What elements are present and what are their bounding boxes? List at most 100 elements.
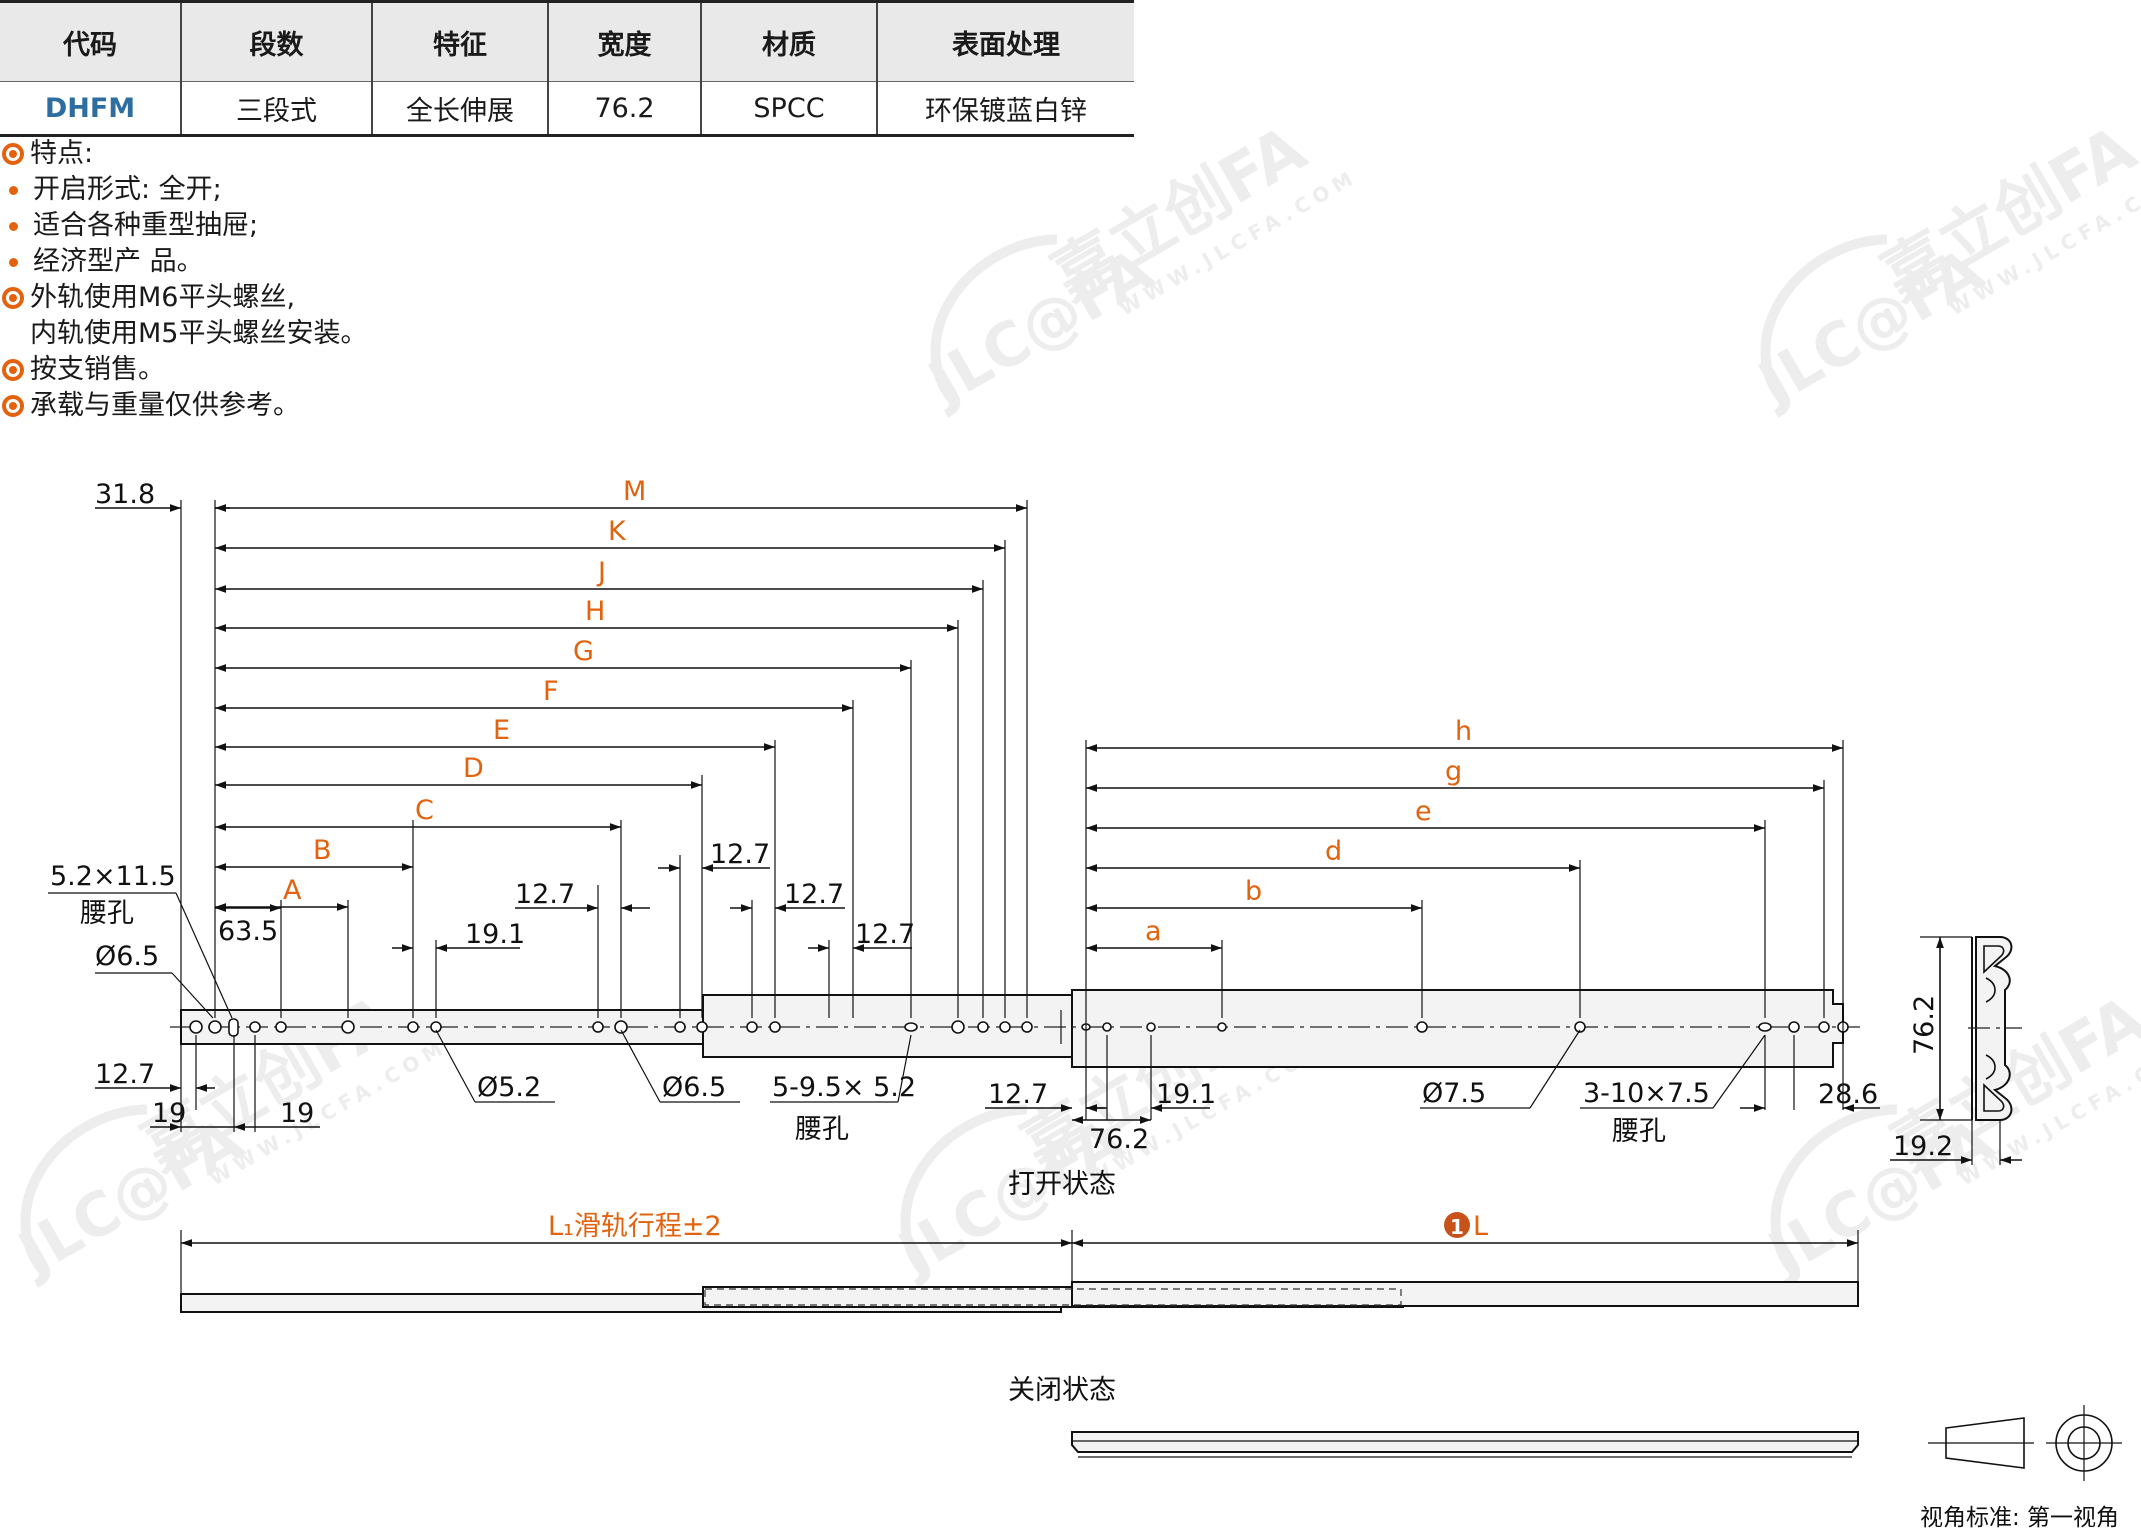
- length-label: L: [1473, 1211, 1488, 1242]
- dim-label-A: A: [283, 875, 302, 906]
- slot-mid-label: 5-9.5× 5.2: [772, 1072, 916, 1103]
- header-sections: 段数: [181, 0, 373, 82]
- closed-state-label: 关闭状态: [1008, 1375, 1116, 1406]
- mounting-hole: [951, 1020, 965, 1034]
- mounting-hole: [696, 1021, 708, 1033]
- dim-19-1-b: 19.1: [1156, 1079, 1216, 1110]
- note-text: 经济型产 品。: [33, 246, 204, 277]
- dim-label-K: K: [608, 516, 627, 547]
- dim-label-H: H: [585, 596, 605, 627]
- dim-12-7-a: 12.7: [515, 879, 575, 910]
- dim-12-7-c: 12.7: [784, 879, 844, 910]
- closed-rail: [1071, 1431, 1859, 1458]
- header-code: 代码: [0, 0, 182, 82]
- mounting-hole: [1102, 1022, 1112, 1032]
- slot-mid-sub: 腰孔: [795, 1114, 849, 1145]
- dim-12-7-d: 12.7: [855, 919, 915, 950]
- dim-19-1-a: 19.1: [465, 919, 525, 950]
- mounting-hole: [1818, 1021, 1830, 1033]
- cross-section: 76.2 19.2: [1890, 936, 2022, 1165]
- mounting-hole: [208, 1020, 222, 1034]
- note-number-icon: [1444, 1212, 1470, 1238]
- dot-bullet-icon: [9, 257, 18, 267]
- note-text: 承载与重量仅供参考。: [30, 390, 300, 421]
- dim-label-J: J: [596, 557, 606, 588]
- dim-label-e: e: [1415, 796, 1432, 827]
- note-number: 1: [1450, 1215, 1464, 1239]
- dim-label-C: C: [415, 795, 434, 826]
- slot-hole: [228, 1018, 239, 1037]
- hole-7-5-label: Ø7.5: [1422, 1078, 1486, 1109]
- dim-31-8: 31.8: [95, 479, 155, 510]
- note-item: 特点:: [0, 136, 367, 172]
- hole-6-5-label: Ø6.5: [95, 941, 159, 972]
- mounting-hole: [746, 1021, 758, 1033]
- dim-12-7-b: 12.7: [710, 839, 770, 870]
- inner-rail: [1071, 989, 1844, 1068]
- dot-bullet-icon: [9, 185, 18, 195]
- ring-bullet-icon: [2, 287, 24, 309]
- mounting-hole: [189, 1020, 203, 1034]
- header-feature: 特征: [372, 0, 549, 82]
- dim-label-a: a: [1145, 916, 1162, 947]
- cell-code: DHFM: [0, 81, 182, 137]
- note-item: 开启形式: 全开;: [0, 172, 367, 208]
- mounting-hole: [592, 1021, 604, 1033]
- mounting-hole: [614, 1020, 628, 1034]
- feature-notes: 特点: 开启形式: 全开; 适合各种重型抽屉; 经济型产 品。 外轨使用M6平头…: [0, 136, 367, 424]
- hole-5-2-label: Ø5.2: [477, 1072, 541, 1103]
- header-width: 宽度: [548, 0, 702, 82]
- cell-width: 76.2: [548, 81, 702, 137]
- note-text: 适合各种重型抽屉;: [33, 210, 259, 241]
- dim-63-5: 63.5: [218, 916, 278, 947]
- mounting-hole: [275, 1021, 287, 1033]
- mounting-hole: [674, 1021, 686, 1033]
- mounting-hole: [769, 1021, 781, 1033]
- spec-table: 代码 段数 特征 宽度 材质 表面处理 DHFM 三段式 全长伸展 76.2 S…: [0, 0, 1134, 137]
- dim-28-6: 28.6: [1818, 1079, 1878, 1110]
- cell-sections: 三段式: [181, 81, 373, 137]
- ring-bullet-icon: [2, 143, 24, 165]
- dim-19-b: 19: [280, 1098, 314, 1129]
- slot-right-label: 3-10×7.5: [1583, 1078, 1710, 1109]
- mounting-hole: [1574, 1021, 1586, 1033]
- dim-label-B: B: [313, 835, 332, 866]
- cell-feature: 全长伸展: [372, 81, 549, 137]
- dot-bullet-icon: [9, 221, 18, 231]
- spec-header-row: 代码 段数 特征 宽度 材质 表面处理: [0, 0, 1134, 82]
- mounting-hole: [977, 1021, 989, 1033]
- note-item: 承载与重量仅供参考。: [0, 388, 367, 424]
- dim-label-h: h: [1455, 716, 1472, 747]
- stroke-diagram: L₁滑轨行程±2 1 L: [180, 1211, 1859, 1313]
- note-text: 按支销售。: [30, 354, 165, 385]
- numeric-dimensions: 31.8 5.2×11.5 腰孔 Ø6.5 63.5 12.7 19.1 12.…: [48, 479, 1880, 1155]
- ring-bullet-icon: [2, 395, 24, 417]
- mounting-hole: [1217, 1022, 1227, 1032]
- mounting-hole: [1416, 1021, 1428, 1033]
- mounting-hole: [407, 1021, 419, 1033]
- note-item: 适合各种重型抽屉;: [0, 208, 367, 244]
- note-item: 外轨使用M6平头螺丝,: [0, 280, 367, 316]
- dim-label-g: g: [1445, 756, 1462, 787]
- watermark-logo: JLC@FA 嘉立创FA WWW.JLCFA.COM: [1744, 112, 2141, 421]
- dim-19-a: 19: [152, 1098, 186, 1129]
- mounting-hole: [249, 1021, 261, 1033]
- note-text: 内轨使用M5平头螺丝安装。: [30, 318, 368, 349]
- cell-surface: 环保镀蓝白锌: [877, 81, 1134, 137]
- note-text: 外轨使用M6平头螺丝,: [30, 282, 296, 313]
- mounting-hole: [341, 1020, 355, 1034]
- note-item: 内轨使用M5平头螺丝安装。: [0, 316, 367, 352]
- slot-hole: [1758, 1022, 1772, 1032]
- dim-12-7-f: 12.7: [988, 1079, 1048, 1110]
- dim-label-b: b: [1245, 876, 1262, 907]
- extension-lines: [180, 500, 1844, 1132]
- watermark-logo: JLC@FA 嘉立创FA WWW.JLCFA.COM: [914, 112, 1362, 421]
- watermark-group: JLC@FA 嘉立创FA WWW.JLCFA.COM JLC@FA 嘉立创FA …: [4, 112, 2141, 1291]
- dim-19-2: 19.2: [1893, 1131, 1953, 1162]
- slot-left-label: 5.2×11.5: [50, 861, 176, 892]
- mounting-hole: [1788, 1021, 1800, 1033]
- mounting-hole: [430, 1021, 442, 1033]
- slot-left-sub: 腰孔: [80, 898, 134, 929]
- dim-label-E: E: [493, 715, 510, 746]
